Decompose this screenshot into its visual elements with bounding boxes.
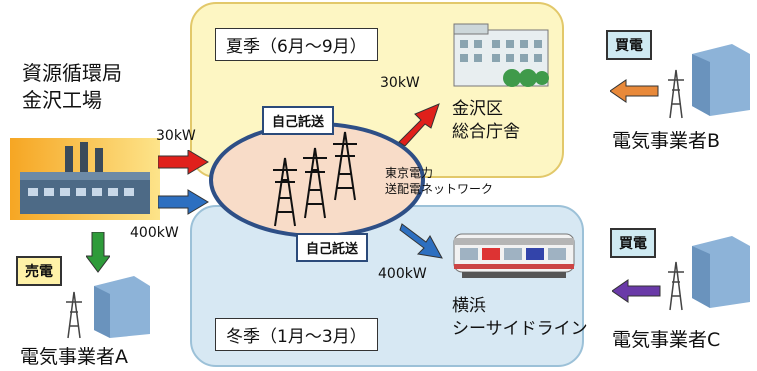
tower-icon-a <box>66 291 82 339</box>
company-a-label: 電気事業者A <box>20 346 128 368</box>
buy-label-c: 買電 <box>610 228 656 258</box>
tower-icon-c <box>668 261 684 311</box>
office-flow-label: 30kW <box>380 75 420 91</box>
self-wheeling-badge-winter: 自己託送 <box>296 233 369 262</box>
office-building-icon <box>453 23 549 87</box>
train-icon <box>453 233 575 278</box>
summer-season-label: 夏季（6月～9月） <box>215 28 378 61</box>
plant-name: 資源循環局 金沢工場 <box>22 60 122 114</box>
plant-name-line2: 金沢工場 <box>22 88 102 112</box>
plant-name-line1: 資源循環局 <box>22 61 122 85</box>
buy-label-b: 買電 <box>606 30 652 60</box>
network-label-line2: 送配電ネットワーク <box>385 182 494 197</box>
plant-to-company-a-arrow <box>86 232 110 273</box>
sell-label: 売電 <box>16 256 62 286</box>
company-b-arrow <box>610 79 659 103</box>
train-label-line1: 横浜 <box>452 296 486 316</box>
transmission-tower-icon <box>273 131 357 227</box>
company-a-building-icon <box>66 276 150 339</box>
tower-icon-b <box>668 69 684 119</box>
train-label-line2: シーサイドライン <box>452 318 588 339</box>
self-wheeling-badge-summer: 自己託送 <box>262 106 335 135</box>
company-b-building-icon <box>668 44 750 119</box>
office-label: 金沢区 総合庁舎 <box>452 98 520 144</box>
red-arrow <box>158 150 209 175</box>
office-label-line1: 金沢区 <box>452 99 503 119</box>
network-label: 東京電力 送配電ネットワーク <box>385 165 493 197</box>
train-flow-label: 400kW <box>378 266 427 282</box>
company-b-label: 電気事業者B <box>612 130 721 152</box>
summer-flow-label: 30kW <box>156 128 196 144</box>
company-c-building-icon <box>668 236 750 311</box>
network-to-train-arrow <box>399 223 443 259</box>
factory-icon <box>10 138 160 220</box>
winter-season-label: 冬季（1月～3月） <box>215 318 378 351</box>
train-label: 横浜 シーサイドライン <box>452 295 588 341</box>
network-to-office-arrow <box>398 103 440 146</box>
blue-arrow <box>158 189 209 215</box>
company-c-label: 電気事業者C <box>612 329 721 351</box>
office-label-line2: 総合庁舎 <box>452 121 520 142</box>
company-c-arrow <box>612 279 661 303</box>
winter-flow-label: 400kW <box>130 225 179 241</box>
plant-to-network-arrows <box>158 150 209 215</box>
network-label-line1: 東京電力 <box>385 166 434 180</box>
